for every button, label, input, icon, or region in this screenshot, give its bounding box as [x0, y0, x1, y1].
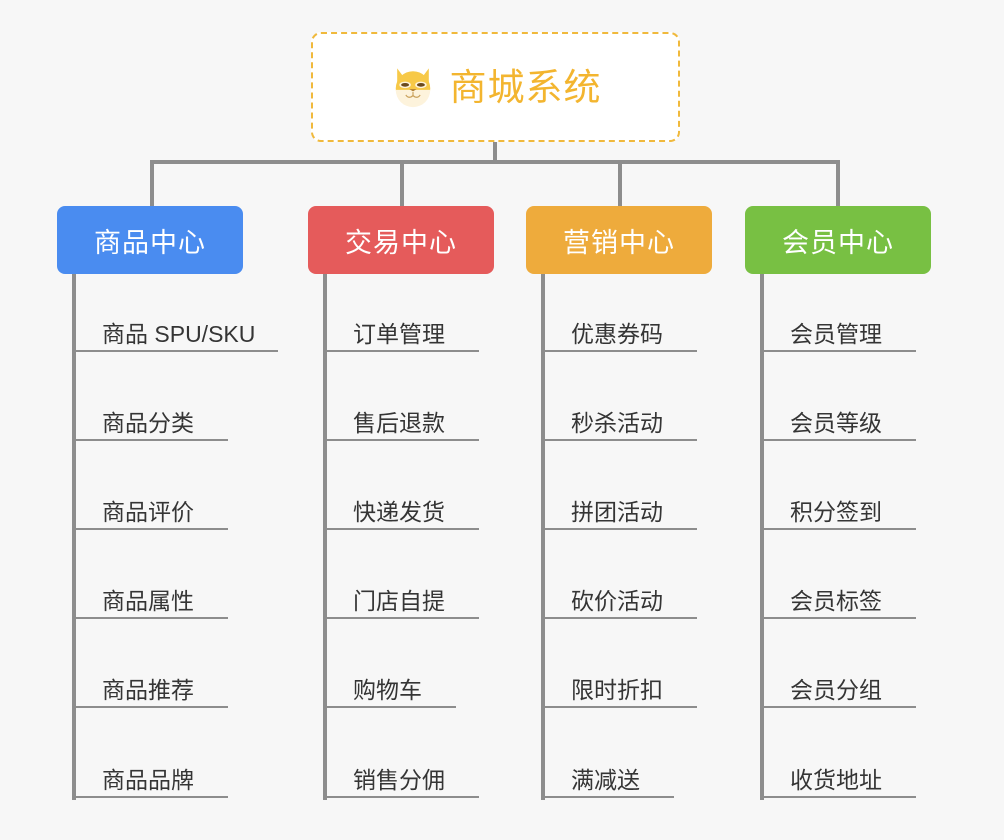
shiba-inu-dog-face-icon [395, 68, 430, 108]
leaf-item[interactable]: 优惠券码 [541, 306, 697, 352]
leaf-label: 商品品牌 [102, 766, 194, 793]
leaf-label: 商品分类 [102, 409, 194, 436]
leaf-label: 销售分佣 [353, 766, 445, 793]
root-node-card[interactable]: 商城系统 [311, 32, 680, 142]
leaf-item[interactable]: 售后退款 [323, 395, 479, 441]
leaf-label: 订单管理 [353, 320, 445, 347]
connector-bus [150, 160, 840, 164]
leaf-item[interactable]: 购物车 [323, 662, 456, 708]
leaf-item[interactable]: 快递发货 [323, 484, 479, 530]
branch-node-1[interactable]: 交易中心 [308, 206, 494, 274]
leaf-item[interactable]: 拼团活动 [541, 484, 697, 530]
leaf-item[interactable]: 秒杀活动 [541, 395, 697, 441]
leaf-item[interactable]: 收货地址 [760, 752, 916, 798]
connector-drop-3 [618, 160, 622, 208]
branch-node-3[interactable]: 会员中心 [745, 206, 931, 274]
leaf-item[interactable]: 会员标签 [760, 573, 916, 619]
leaf-label: 商品属性 [102, 587, 194, 614]
leaf-item[interactable]: 会员分组 [760, 662, 916, 708]
leaf-label: 快递发货 [353, 498, 445, 525]
leaf-label: 积分签到 [790, 498, 882, 525]
leaf-item[interactable]: 商品属性 [72, 573, 228, 619]
connector-drop-4 [836, 160, 840, 208]
leaf-item[interactable]: 会员等级 [760, 395, 916, 441]
leaf-item[interactable]: 满减送 [541, 752, 674, 798]
leaf-item[interactable]: 商品评价 [72, 484, 228, 530]
root-node-label: 商城系统 [449, 66, 602, 108]
leaf-item[interactable]: 商品推荐 [72, 662, 228, 708]
leaf-item[interactable]: 会员管理 [760, 306, 916, 352]
leaf-item[interactable]: 限时折扣 [541, 662, 697, 708]
leaf-item[interactable]: 销售分佣 [323, 752, 479, 798]
leaf-item[interactable]: 订单管理 [323, 306, 479, 352]
leaf-label: 满减送 [571, 766, 640, 793]
leaf-item[interactable]: 砍价活动 [541, 573, 697, 619]
column-spine-0 [72, 274, 76, 800]
branch-node-label: 会员中心 [782, 227, 894, 258]
leaf-label: 门店自提 [353, 587, 445, 614]
leaf-label: 会员等级 [790, 409, 882, 436]
leaf-label: 商品推荐 [102, 676, 194, 703]
branch-node-2[interactable]: 营销中心 [526, 206, 712, 274]
column-spine-2 [541, 274, 545, 800]
leaf-label: 优惠券码 [571, 320, 663, 347]
leaf-label: 会员管理 [790, 320, 882, 347]
leaf-label: 秒杀活动 [571, 409, 663, 436]
leaf-label: 购物车 [353, 676, 422, 703]
branch-node-label: 商品中心 [94, 227, 206, 258]
leaf-label: 售后退款 [353, 409, 445, 436]
leaf-label: 会员分组 [790, 676, 882, 703]
leaf-item[interactable]: 商品 SPU/SKU [72, 306, 278, 352]
column-spine-1 [323, 274, 327, 800]
leaf-item[interactable]: 积分签到 [760, 484, 916, 530]
leaf-label: 商品 SPU/SKU [102, 320, 256, 347]
column-spine-3 [760, 274, 764, 800]
connector-trunk [493, 142, 497, 162]
leaf-item[interactable]: 门店自提 [323, 573, 479, 619]
branch-node-label: 营销中心 [563, 227, 675, 258]
leaf-item[interactable]: 商品分类 [72, 395, 228, 441]
leaf-item[interactable]: 商品品牌 [72, 752, 228, 798]
branch-node-label: 交易中心 [345, 227, 457, 258]
connector-drop-2 [400, 160, 404, 208]
leaf-label: 限时折扣 [571, 676, 663, 703]
leaf-label: 收货地址 [790, 766, 882, 793]
leaf-label: 砍价活动 [571, 587, 663, 614]
leaf-label: 拼团活动 [571, 498, 663, 525]
leaf-label: 商品评价 [102, 498, 194, 525]
connector-drop-1 [150, 160, 154, 208]
branch-node-0[interactable]: 商品中心 [57, 206, 243, 274]
leaf-label: 会员标签 [790, 587, 882, 614]
